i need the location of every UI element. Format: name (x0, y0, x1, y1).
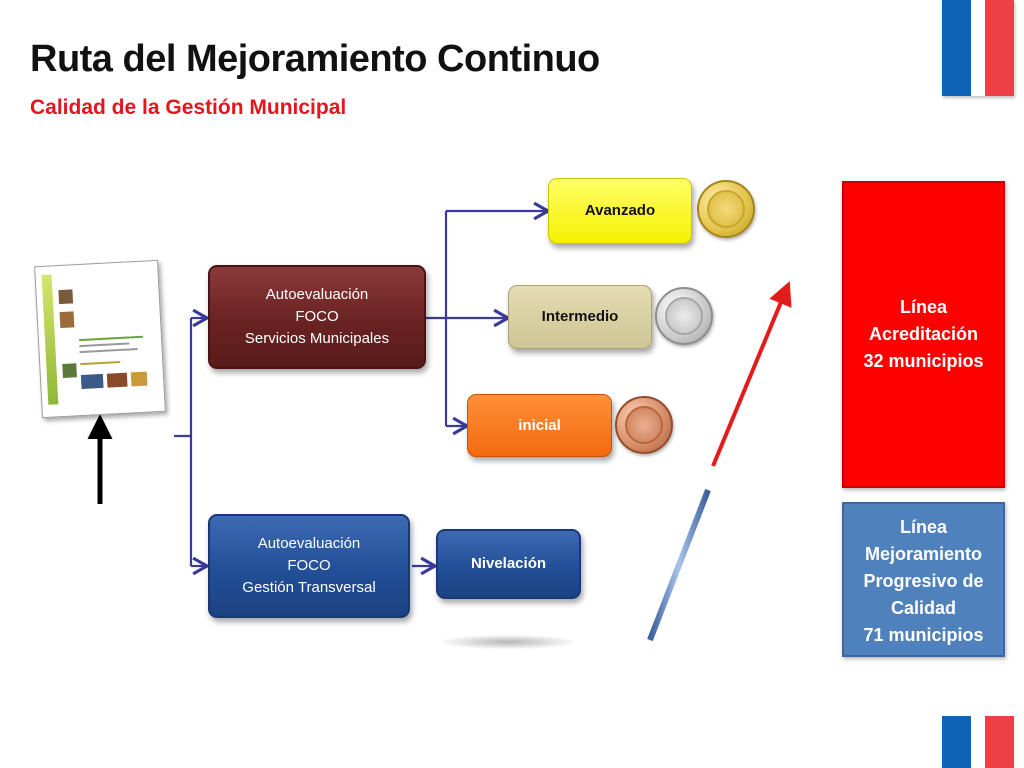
document-text-line (80, 348, 138, 353)
nivelacion-label: Nivelación (471, 553, 546, 575)
document-photo (62, 363, 77, 378)
linea-mejoramiento-line-1: Línea (863, 514, 983, 541)
foco-servicios-line-1: Autoevaluación (245, 284, 389, 306)
linea-acreditacion-panel: Línea Acreditación 32 municipios (842, 181, 1005, 488)
linea-acreditacion-line-1: Línea (863, 294, 983, 321)
document-color-strip (42, 274, 59, 404)
linea-mejoramiento-line-2: Mejoramiento (863, 541, 983, 568)
foco-servicios-line-3: Servicios Municipales (245, 328, 389, 350)
foco-servicios-line-2: FOCO (245, 306, 389, 328)
left-bracket (174, 318, 207, 566)
document-photo (81, 374, 104, 389)
progress-stripe-blue (650, 490, 708, 640)
foco-gestion-line-2: FOCO (242, 555, 375, 577)
document-text-line (79, 342, 129, 347)
foco-gestion-line-1: Autoevaluación (242, 533, 375, 555)
gold-medal-icon (697, 180, 755, 238)
avanzado-label: Avanzado (585, 200, 655, 222)
linea-acreditacion-line-3: 32 municipios (863, 348, 983, 375)
inicial-label: inicial (518, 415, 561, 437)
silver-medal-icon (655, 287, 713, 345)
document-photo (107, 373, 128, 388)
nivelacion-reflection (442, 635, 574, 649)
linea-acreditacion-line-2: Acreditación (863, 321, 983, 348)
inicial-box: inicial (467, 394, 612, 457)
document-text-line (80, 361, 120, 365)
document-text-line (79, 336, 143, 341)
foco-gestion-transversal-box: Autoevaluación FOCO Gestión Transversal (208, 514, 410, 618)
diagnostic-document-thumbnail (34, 260, 166, 418)
intermedio-box: Intermedio (508, 285, 652, 349)
linea-mejoramiento-line-5: 71 municipios (863, 622, 983, 649)
linea-mejoramiento-panel: Línea Mejoramiento Progresivo de Calidad… (842, 502, 1005, 657)
progress-arrow-red (713, 290, 786, 466)
document-photo (131, 372, 148, 387)
linea-mejoramiento-line-4: Calidad (863, 595, 983, 622)
intermedio-label: Intermedio (542, 306, 619, 328)
nivelacion-box: Nivelación (436, 529, 581, 599)
document-photo (60, 311, 75, 328)
foco-gestion-line-3: Gestión Transversal (242, 577, 375, 599)
linea-mejoramiento-line-3: Progresivo de (863, 568, 983, 595)
foco-servicios-municipales-box: Autoevaluación FOCO Servicios Municipale… (208, 265, 426, 369)
document-photo (58, 289, 73, 304)
bronze-medal-icon (615, 396, 673, 454)
avanzado-box: Avanzado (548, 178, 692, 244)
